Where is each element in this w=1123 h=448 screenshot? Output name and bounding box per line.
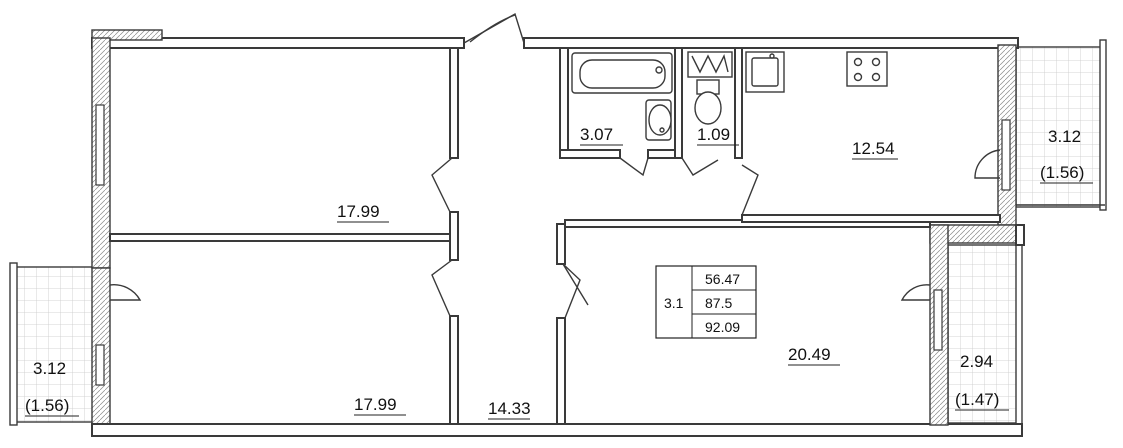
washing-machine [687, 51, 733, 78]
balcony-left-area: 3.12 [33, 359, 66, 378]
stove [846, 51, 888, 87]
room-labels: 17.99 17.99 14.33 3.07 1.09 12.54 20.49 [337, 125, 898, 420]
room-area-top-left: 17.99 [337, 202, 380, 221]
balcony-left [9, 262, 95, 426]
balcony-right-bottom-area: 2.94 [960, 352, 993, 371]
apartment-id: 3.1 [664, 295, 684, 311]
bathtub [571, 52, 673, 94]
balcony-labels: 3.12 (1.56) 3.12 (1.56) 2.94 (1.47) [25, 127, 1093, 417]
room-area-toilet: 1.09 [697, 125, 730, 144]
balcony-right-top [1015, 39, 1107, 211]
balcony-right-bottom-reduced: (1.47) [955, 390, 999, 409]
room-area-corridor: 14.33 [488, 399, 531, 418]
doors [109, 12, 1001, 319]
apartment-summary-table: 3.1 56.47 87.5 92.09 [655, 265, 757, 339]
balcony-right-top-area: 3.12 [1048, 127, 1081, 146]
bathroom-sink [645, 99, 672, 141]
toilet-bowl [694, 79, 722, 125]
room-area-bathroom: 3.07 [580, 125, 613, 144]
room-area-living: 20.49 [788, 345, 831, 364]
room-area-kitchen: 12.54 [852, 139, 895, 158]
interior-walls [109, 47, 1001, 425]
total-area-value: 87.5 [705, 295, 732, 311]
kitchen-sink [745, 51, 785, 93]
exterior-walls [91, 29, 1025, 437]
room-area-bottom-left: 17.99 [354, 395, 397, 414]
balcony-right-top-reduced: (1.56) [1040, 163, 1084, 182]
balcony-left-reduced: (1.56) [25, 396, 69, 415]
balcony-right-bottom [947, 239, 1023, 427]
living-area-value: 56.47 [705, 271, 740, 287]
total-with-balconies-value: 92.09 [705, 319, 740, 335]
